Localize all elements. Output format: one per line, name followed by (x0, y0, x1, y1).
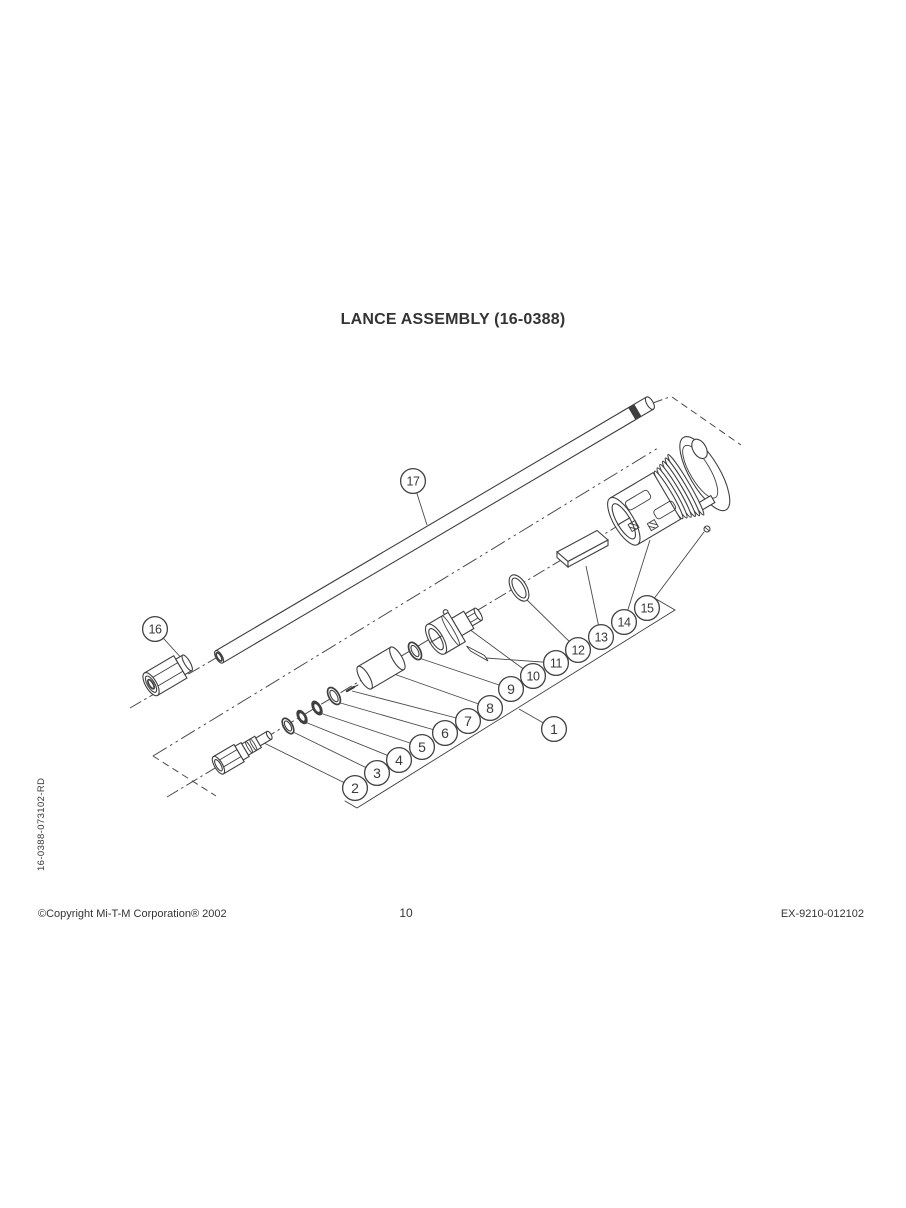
part-washer-3 (281, 717, 295, 735)
leader-6 (336, 701, 446, 734)
callout-circle (633, 594, 661, 622)
callout-circle (399, 467, 427, 495)
callout-number: 14 (617, 616, 631, 630)
document-code: EX-9210-012102 (780, 908, 864, 920)
callout-circle (476, 694, 504, 722)
bracket-line (344, 595, 676, 809)
callout-circle (141, 615, 169, 643)
callout-number: 2 (351, 780, 359, 796)
part-oring-9 (407, 641, 423, 661)
part-oring-4 (296, 709, 308, 725)
callout-16: 16 (141, 615, 169, 643)
callout-number: 7 (464, 713, 472, 729)
callout-10: 10 (519, 662, 547, 690)
callout-circle (542, 649, 570, 677)
callout-8: 8 (476, 694, 504, 722)
page-title: LANCE ASSEMBLY (16-0388) (340, 311, 566, 328)
callout-circle (497, 675, 525, 703)
tube-band (628, 404, 642, 420)
callout-11: 11 (542, 649, 570, 677)
assembly-bracket (344, 595, 676, 809)
part-sleeve-8 (356, 646, 406, 690)
callout-number: 12 (571, 644, 585, 658)
callout-14: 14 (610, 608, 638, 636)
callout-number: 9 (507, 681, 515, 697)
callout-circle (540, 715, 568, 743)
callout-1: 1 (540, 715, 568, 743)
part-qc-socket (424, 607, 483, 655)
callout-circle (363, 759, 391, 787)
callout-9: 9 (497, 675, 525, 703)
callout-circle (454, 707, 482, 735)
callout-circle (519, 662, 547, 690)
callout-circle (341, 774, 369, 802)
callout-circle (564, 636, 592, 664)
callout-number: 6 (441, 725, 449, 741)
callout-number: 17 (406, 475, 420, 489)
callout-number: 11 (550, 657, 563, 671)
part-qc-plug (211, 730, 273, 775)
callout-7: 7 (454, 707, 482, 735)
leader-9 (418, 657, 512, 690)
callout-number: 1 (550, 721, 558, 737)
callout-circle (385, 746, 413, 774)
callout-15: 15 (633, 594, 661, 622)
callout-number: 15 (640, 602, 654, 616)
leader-7 (351, 690, 469, 722)
grip-texture-patch (627, 519, 640, 533)
callout-number: 8 (486, 700, 494, 716)
callout-number: 5 (418, 739, 426, 755)
part-lance-tube (214, 396, 655, 664)
phantom-edge-right (671, 396, 742, 446)
copyright-notice: ©Copyright Mi-T-M Corporation® 2002 (38, 908, 227, 920)
leader-5 (319, 712, 423, 748)
leader-3 (290, 730, 378, 774)
callout-number: 3 (373, 765, 381, 781)
part-washer-6 (326, 686, 342, 706)
part-pin-7 (345, 684, 359, 693)
grip-bell (679, 436, 731, 512)
phantom-edge-lower-left (152, 755, 217, 797)
phantom-edge-upper (152, 447, 659, 757)
callout-12: 12 (564, 636, 592, 664)
leader-2 (255, 738, 356, 789)
part-grip-assembly (607, 436, 731, 546)
callout-circle (431, 719, 459, 747)
callout-number: 10 (526, 670, 540, 684)
parts-centerline (166, 526, 617, 798)
callout-number: 4 (395, 752, 403, 768)
part-hex-fitting (142, 654, 193, 697)
callout-13: 13 (587, 623, 615, 651)
callout-circle (587, 623, 615, 651)
callout-circle (408, 733, 436, 761)
callout-6: 6 (431, 719, 459, 747)
callout-2: 2 (341, 774, 369, 802)
part-screw-15 (703, 525, 711, 533)
part-pin-11 (466, 645, 489, 662)
callout-number: 13 (594, 631, 608, 645)
callout-4: 4 (385, 746, 413, 774)
callout-3: 3 (363, 759, 391, 787)
callout-number: 16 (148, 623, 162, 637)
callout-5: 5 (408, 733, 436, 761)
page-number: 10 (399, 906, 413, 920)
part-oring-12 (508, 574, 530, 602)
leader-8 (393, 673, 491, 709)
leader-14 (623, 539, 651, 623)
leader-4 (304, 721, 400, 761)
grip-bell-mouth (691, 438, 708, 460)
callout-circle (610, 608, 638, 636)
part-plate-13 (556, 529, 609, 569)
callout-17: 17 (399, 467, 427, 495)
grip-texture-patch (646, 519, 659, 532)
part-oring-5 (311, 700, 323, 716)
leader-15 (646, 531, 705, 609)
